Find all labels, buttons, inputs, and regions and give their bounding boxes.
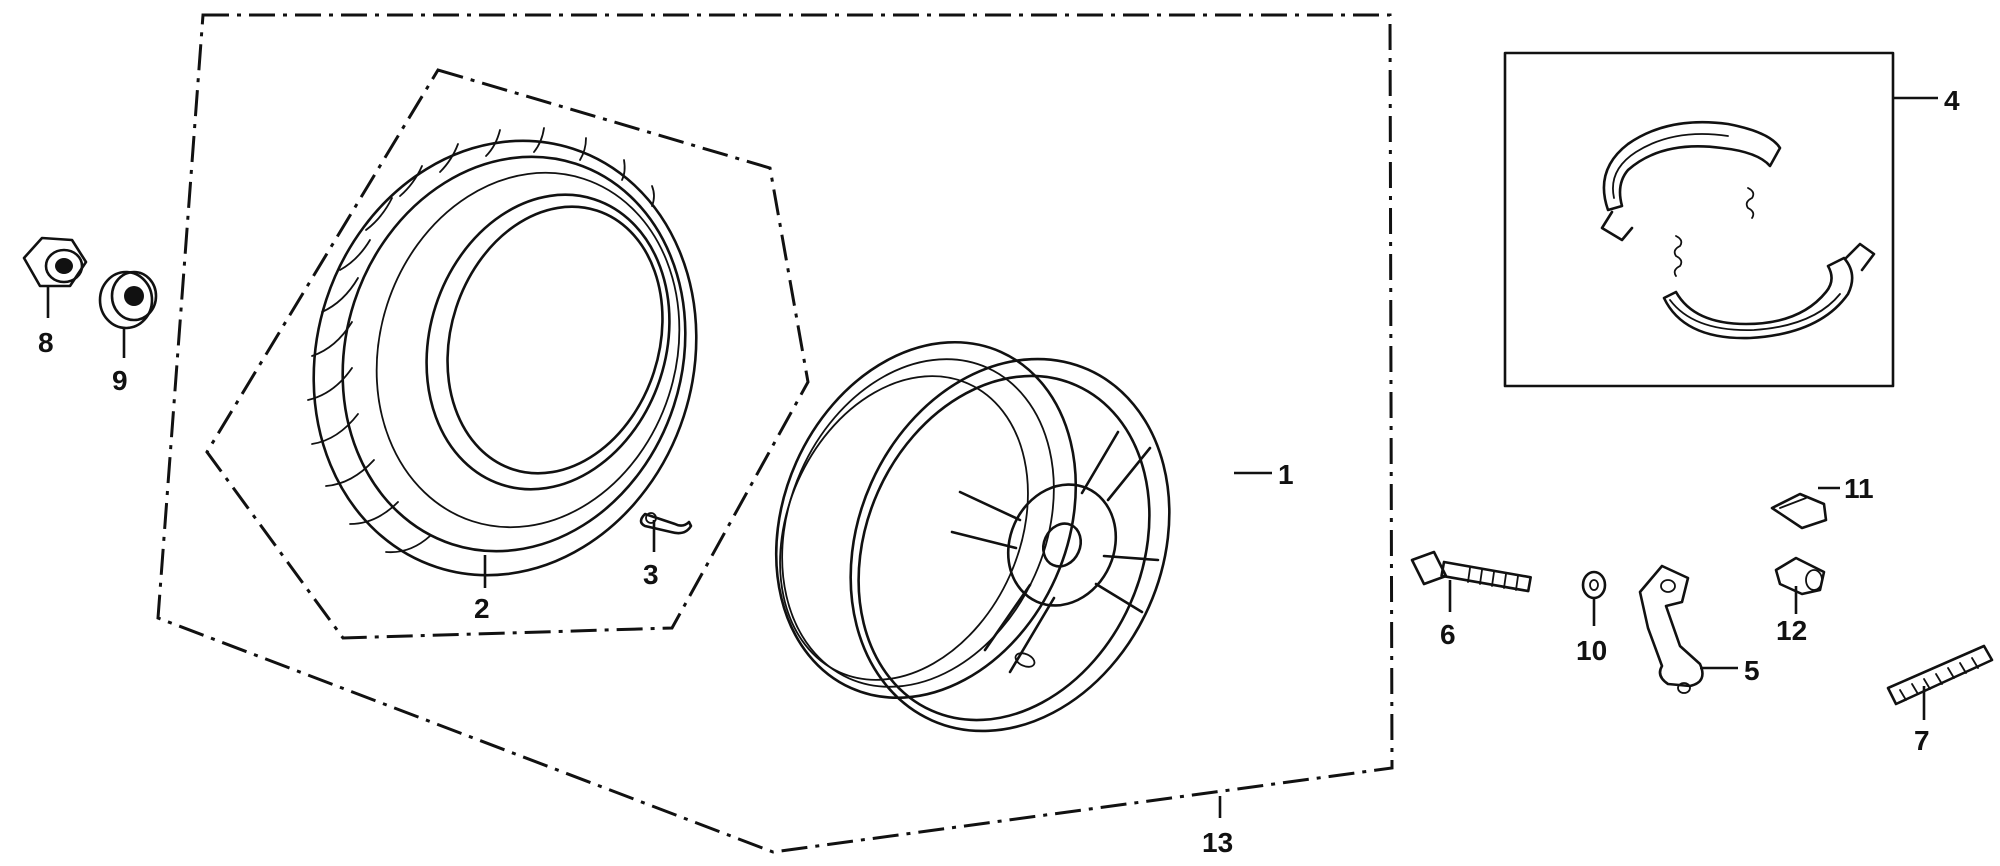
callout-labels: 1 2 3 4 5 6 7 8 9 10 11 12 13: [38, 85, 1960, 858]
nut-drawing: [22, 236, 88, 288]
collar-drawing: [98, 270, 158, 330]
leader-lines: [46, 96, 1938, 818]
bolt-drawing: [1410, 550, 1532, 593]
callout-9: 9: [112, 365, 128, 396]
callout-6: 6: [1440, 619, 1456, 650]
valve-drawing: [639, 512, 693, 535]
brake-arm-drawing: [1638, 564, 1704, 694]
clip-drawing: [1770, 492, 1828, 530]
brake-shoe-drawing: [1600, 120, 1876, 340]
callout-13: 13: [1202, 827, 1233, 858]
callout-8: 8: [38, 327, 54, 358]
callout-5: 5: [1744, 655, 1760, 686]
spring-drawing: [1886, 644, 1994, 706]
callout-12: 12: [1776, 615, 1807, 646]
pin-drawing: [1774, 556, 1826, 596]
callout-1: 1: [1278, 459, 1294, 490]
callout-2: 2: [474, 593, 490, 624]
brake-shoe-box: [1503, 51, 1895, 388]
callout-10: 10: [1576, 635, 1607, 666]
tire-group-outline: [205, 68, 810, 640]
tire-drawing: [307, 127, 698, 577]
callout-7: 7: [1914, 725, 1930, 756]
washer-drawing: [1581, 570, 1607, 600]
callout-11: 11: [1844, 473, 1874, 504]
callout-3: 3: [643, 559, 659, 590]
wheel-assembly-outline: [156, 13, 1394, 854]
wheel-rim-drawing: [774, 340, 1171, 733]
callout-4: 4: [1944, 85, 1960, 116]
